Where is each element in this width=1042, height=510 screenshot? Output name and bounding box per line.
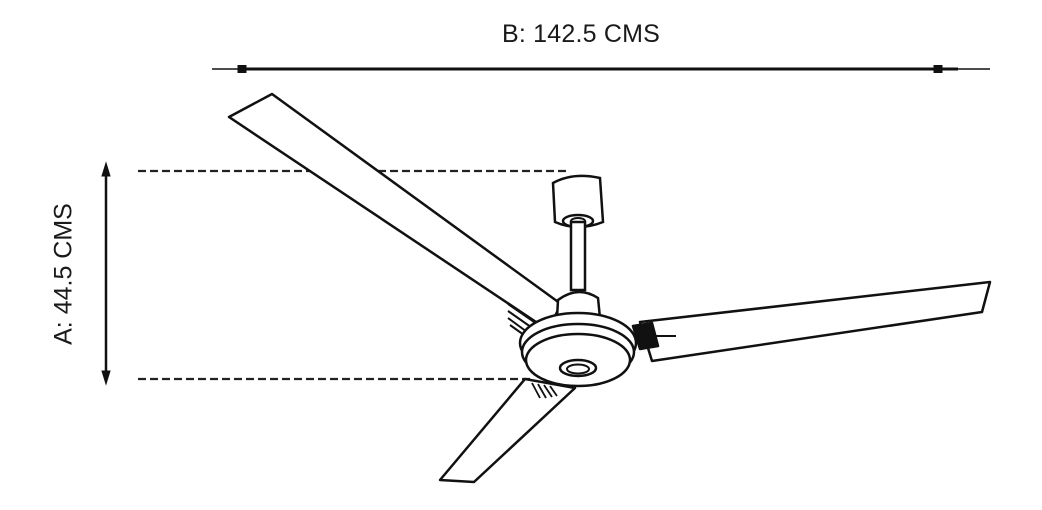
dashed-reference-lines [138, 169, 568, 381]
blade-left [227, 92, 563, 341]
height-dimension-label: A: 44.5 CMS [49, 203, 78, 345]
blade-right [631, 280, 992, 363]
blade-bottom [438, 377, 577, 484]
downrod [569, 220, 587, 292]
ceiling-canopy [551, 174, 605, 229]
motor-housing [518, 290, 638, 388]
height-dimension-line [101, 161, 111, 386]
width-dimension-label: B: 142.5 CMS [501, 20, 661, 48]
width-dimension-line [212, 65, 990, 73]
